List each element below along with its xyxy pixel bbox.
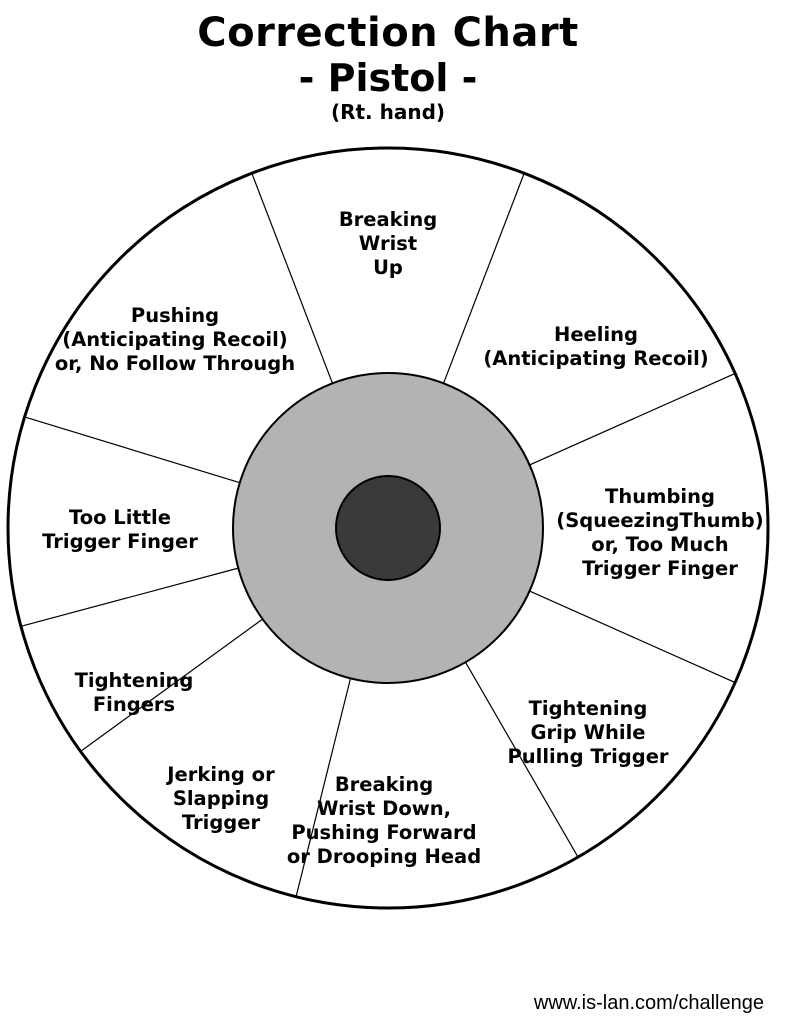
segment-label-line: Fingers bbox=[92, 693, 176, 716]
segment-dividers bbox=[20, 173, 736, 897]
segment-label-line: Trigger Finger bbox=[582, 557, 738, 580]
segment-label-line: (SqueezingThumb) bbox=[556, 509, 764, 532]
segment-label-line: Too Little bbox=[69, 506, 171, 529]
segment-label-line: Slapping bbox=[172, 787, 270, 810]
footer-url: www.is-lan.com/challenge bbox=[533, 992, 764, 1014]
segment-label-line: Jerking or bbox=[167, 763, 275, 786]
segment-label-line: Thumbing bbox=[605, 485, 715, 508]
segment-label-line: Grip While bbox=[530, 721, 646, 744]
segment-label-line: or, No Follow Through bbox=[54, 352, 296, 375]
divider-line bbox=[80, 618, 263, 752]
divider-line bbox=[442, 173, 525, 384]
segment-label-line: Tightening bbox=[528, 697, 648, 720]
divider-line bbox=[20, 567, 239, 627]
segment-label-line: Breaking bbox=[334, 773, 434, 796]
segment-label-line: Trigger bbox=[181, 811, 261, 834]
divider-line bbox=[529, 590, 736, 684]
segment-label-line: Breaking bbox=[338, 208, 438, 231]
divider-line bbox=[529, 372, 736, 466]
segment-label-line: Pushing bbox=[130, 304, 220, 327]
segment-label-line: or, Too Much bbox=[591, 533, 729, 556]
segment-label-line: (Anticipating Recoil) bbox=[483, 347, 709, 370]
segment-label-line: or Drooping Head bbox=[286, 845, 482, 868]
chart-hand-note: (Rt. hand) bbox=[330, 100, 446, 124]
segment-label-line: Wrist bbox=[358, 232, 418, 255]
bullseye bbox=[335, 475, 441, 581]
divider-line bbox=[251, 173, 334, 384]
segment-label-line: Heeling bbox=[554, 323, 638, 346]
segment-label-line: Wrist Down, bbox=[316, 797, 452, 820]
segment-label-line: Trigger Finger bbox=[42, 530, 198, 553]
chart-title: Correction Chart bbox=[197, 10, 579, 56]
segment-label-line: Up bbox=[373, 256, 403, 279]
divider-line bbox=[24, 416, 240, 484]
segment-label-line: Pushing Forward bbox=[291, 821, 477, 844]
segment-pushing: Pushing(Anticipating Recoil)or, No Follo… bbox=[55, 304, 295, 376]
segment-label-line: Pulling Trigger bbox=[507, 745, 669, 768]
chart-subtitle: - Pistol - bbox=[298, 56, 478, 100]
divider-line bbox=[464, 661, 579, 858]
segment-label-line: (Anticipating Recoil) bbox=[62, 328, 288, 351]
segment-heeling: Heeling(Anticipating Recoil) bbox=[483, 323, 708, 371]
divider-line bbox=[295, 678, 352, 897]
segment-label-line: Tightening bbox=[74, 669, 194, 692]
